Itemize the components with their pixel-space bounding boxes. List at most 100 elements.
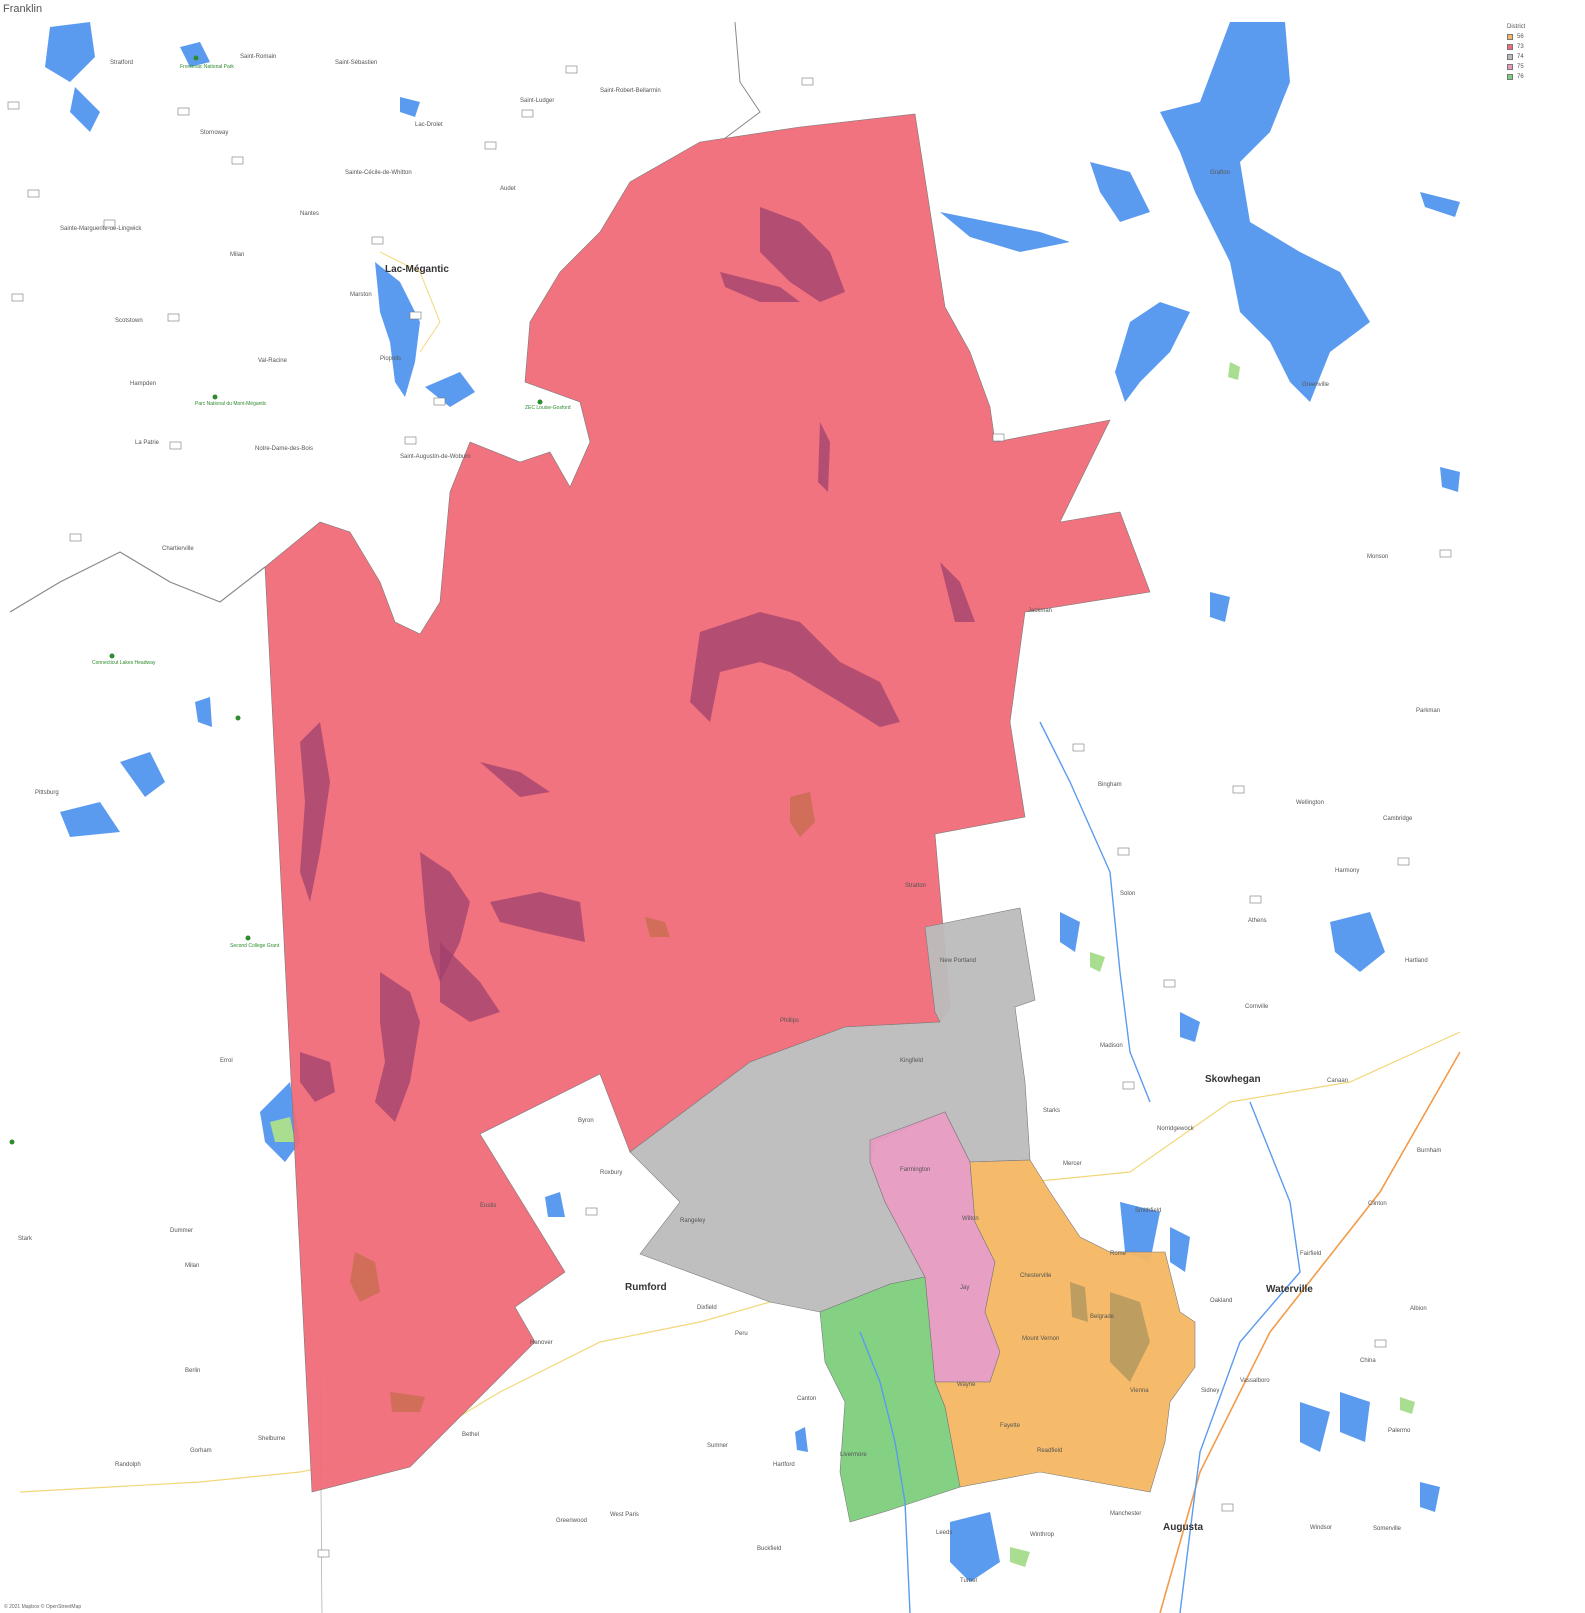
district-76-region[interactable] (819, 1276, 961, 1523)
place-label: Val-Racine (258, 358, 288, 364)
lake (480, 762, 550, 797)
highway-shield-icon (1117, 847, 1130, 856)
legend-swatch (1507, 34, 1513, 40)
legend-item[interactable]: 56 (1507, 32, 1577, 42)
highway-shields (7, 65, 1452, 1558)
highway-shield-icon (27, 189, 40, 198)
place-label: Winthrop (1030, 1532, 1055, 1538)
lake (1420, 1482, 1440, 1512)
water-layer (45, 22, 1460, 1582)
place-label: Norridgewock (1157, 1126, 1195, 1132)
legend-label: 73 (1517, 44, 1524, 50)
place-label: China (1360, 1358, 1376, 1364)
highway-road-megantic (379, 251, 441, 353)
lake (795, 1427, 808, 1452)
place-label: Connecticut Lakes Headway (92, 660, 156, 666)
place-label: Saint-Romain (240, 54, 276, 60)
place-label: Saint-Ludger (520, 98, 554, 104)
place-label: Jackman (1028, 608, 1052, 614)
place-label: Roxbury (600, 1170, 622, 1176)
place-label: Chesterville (1020, 1273, 1052, 1279)
district-56-region[interactable] (934, 1159, 1196, 1493)
tree-icon (537, 399, 543, 405)
place-label: Stratton (905, 883, 926, 889)
place-label: Sidney (1201, 1388, 1219, 1394)
legend-label: 76 (1517, 74, 1524, 80)
tree-icon (109, 653, 115, 659)
river (1039, 721, 1151, 1103)
place-label: Rumford (625, 1282, 667, 1293)
place-label: Dixfield (697, 1305, 717, 1311)
highway-shield-icon (1374, 1339, 1387, 1348)
place-label: Smithfield (1135, 1208, 1161, 1214)
lake (940, 212, 1070, 252)
place-label: Hartland (1405, 958, 1428, 964)
legend-item[interactable]: 76 (1507, 72, 1577, 82)
legend-item[interactable]: 75 (1507, 62, 1577, 72)
place-label: Randolph (115, 1462, 141, 1468)
place-label: West Paris (610, 1512, 639, 1518)
park (350, 1252, 380, 1302)
lake (420, 852, 470, 982)
highway-shield-icon (167, 313, 180, 322)
place-label: Errol (220, 1058, 233, 1064)
place-label: Augusta (1163, 1522, 1203, 1533)
legend-item[interactable]: 73 (1507, 42, 1577, 52)
district-73-lakes (300, 207, 975, 1122)
place-label: ZEC Louise-Gosford (525, 405, 571, 411)
place-label: Windsor (1310, 1525, 1332, 1531)
highway-shield-icon (11, 293, 24, 302)
lake (120, 752, 165, 797)
place-label: Albion (1410, 1306, 1427, 1312)
lake (690, 612, 900, 727)
map-title: Franklin (3, 3, 43, 15)
place-label: Rome (1110, 1251, 1127, 1257)
lake (1440, 467, 1460, 492)
highway-shield-icon (404, 436, 417, 445)
place-label: Farmington (900, 1167, 930, 1173)
legend-item[interactable]: 74 (1507, 52, 1577, 62)
place-label: Vassalboro (1240, 1378, 1270, 1384)
place-label: Peru (735, 1331, 748, 1337)
map-attribution: © 2021 Mapbox © OpenStreetMap (4, 1604, 82, 1610)
place-label: Saint-Robert-Bellarmin (600, 88, 661, 94)
map-svg[interactable]: Stratford Frontenac National Park Saint-… (0, 22, 1500, 1613)
place-label: Harmony (1335, 868, 1359, 874)
place-label: Stark (18, 1236, 33, 1242)
place-label: Hartford (773, 1462, 795, 1468)
place-label: Sainte-Cécile-de-Whitton (345, 170, 412, 176)
lake (818, 422, 830, 492)
lake (300, 722, 330, 902)
lake (425, 372, 475, 407)
lake (1110, 1292, 1150, 1382)
place-label: Saint-Sébastien (335, 60, 377, 66)
highway-shield-icon (992, 433, 1005, 442)
tree-icon (235, 715, 241, 721)
place-label: Sainte-Marguerite-de-Lingwick (60, 226, 142, 232)
highway-shield-icon (177, 107, 190, 116)
district-73-parks (350, 792, 815, 1412)
place-label: Clinton (1368, 1201, 1387, 1207)
place-label: Wellington (1296, 800, 1324, 806)
place-label: Milan (185, 1263, 199, 1269)
place-label: Skowhegan (1205, 1074, 1261, 1085)
place-label: Lac-Mégantic (385, 264, 449, 275)
place-label: Sumner (707, 1443, 728, 1449)
place-label: Starks (1043, 1108, 1060, 1114)
place-label: Mercer (1063, 1161, 1082, 1167)
highway-shield-icon (317, 1549, 330, 1558)
place-label: Berlin (185, 1368, 200, 1374)
place-label: La Patrie (135, 440, 160, 446)
map-canvas[interactable]: Stratford Frontenac National Park Saint-… (0, 22, 1500, 1613)
place-label: New Portland (940, 958, 976, 964)
lake (375, 972, 420, 1122)
border-line (9, 551, 266, 613)
lake (300, 1052, 335, 1102)
place-label: Wilton (962, 1216, 979, 1222)
place-label: Burnham (1417, 1148, 1441, 1154)
place-label: Kingfield (900, 1058, 923, 1064)
border-line-2 (719, 22, 761, 143)
highway-road-east (1029, 1031, 1461, 1183)
place-label: Cambridge (1383, 816, 1413, 822)
district-73-region[interactable] (264, 113, 1151, 1493)
